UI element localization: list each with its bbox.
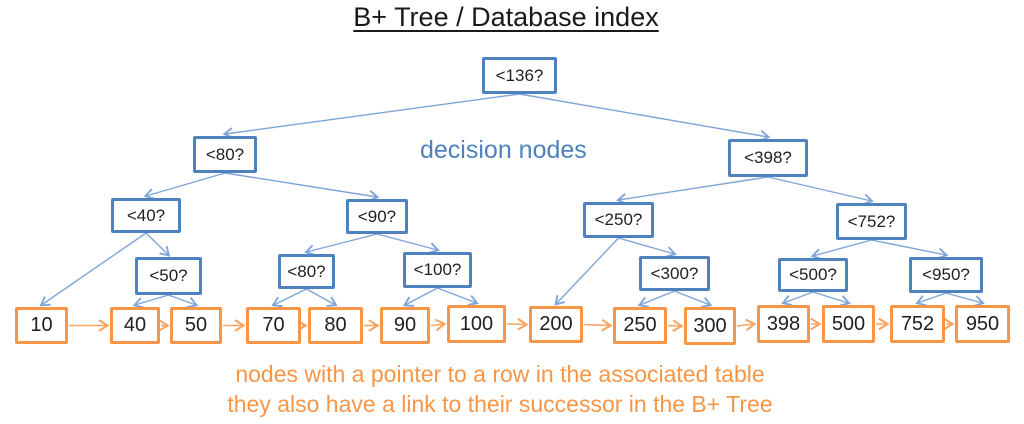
leaf-node-50: 50 <box>170 307 222 344</box>
leaf-node-950: 950 <box>955 305 1010 343</box>
leaf-node-80: 80 <box>308 307 363 344</box>
decision-node-40: <40? <box>111 198 181 233</box>
decision-node-80: <80? <box>278 254 335 289</box>
leaf-node-398: 398 <box>757 305 810 343</box>
decision-node-300: <300? <box>639 256 710 291</box>
decision-node-80: <80? <box>193 136 257 173</box>
page-title: B+ Tree / Database index <box>353 2 659 32</box>
leaf-node-10: 10 <box>15 307 68 344</box>
leaf-node-250: 250 <box>613 307 667 344</box>
decision-nodes-annotation: decision nodes <box>420 136 587 164</box>
decision-node-100: <100? <box>403 252 472 288</box>
leaf-node-40: 40 <box>110 307 160 344</box>
decision-node-500: <500? <box>778 258 848 292</box>
decision-node-398: <398? <box>728 139 808 177</box>
decision-node-752: <752? <box>836 203 907 240</box>
decision-node-90: <90? <box>346 199 408 234</box>
decision-node-50: <50? <box>135 257 202 295</box>
decision-node-250: <250? <box>583 202 654 238</box>
leaf-node-500: 500 <box>822 305 875 343</box>
leaf-node-200: 200 <box>529 306 583 343</box>
leaf-node-300: 300 <box>684 307 736 345</box>
leaf-node-70: 70 <box>246 307 301 344</box>
leaf-node-752: 752 <box>890 305 945 343</box>
leaf-node-100: 100 <box>447 305 506 343</box>
leaf-node-90: 90 <box>380 307 430 344</box>
decision-node-136: <136? <box>482 57 557 94</box>
leaf-nodes-caption: nodes with a pointer to a row in the ass… <box>0 359 1000 419</box>
caption-line-2: they also have a link to their successor… <box>227 391 773 417</box>
caption-line-1: nodes with a pointer to a row in the ass… <box>235 361 765 387</box>
decision-node-950: <950? <box>909 257 983 293</box>
